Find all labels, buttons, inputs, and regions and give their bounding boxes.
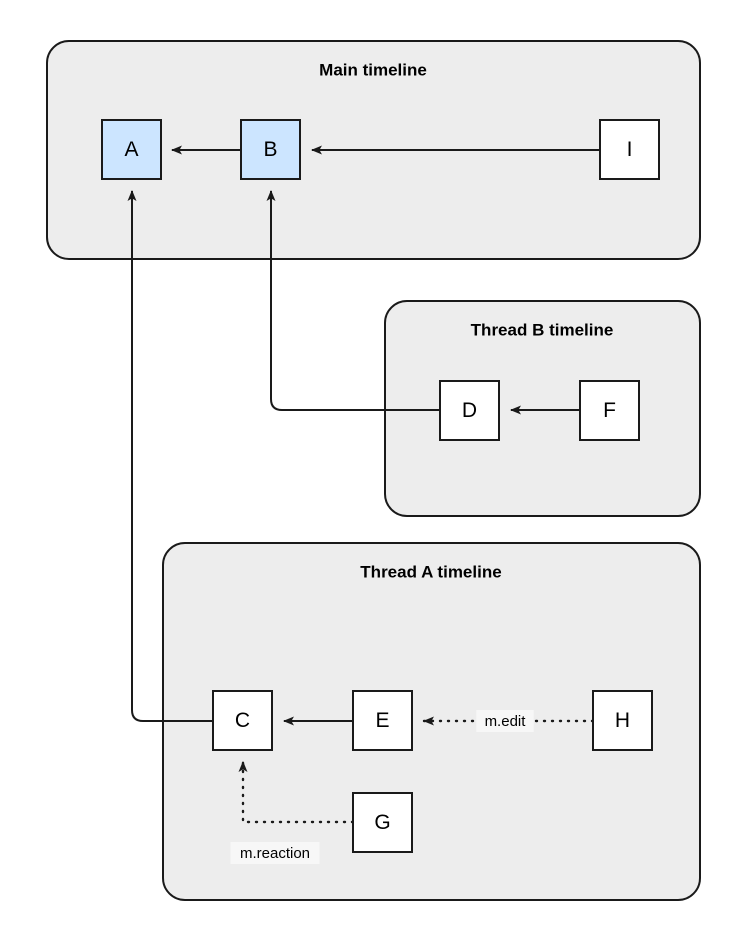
node-box <box>592 690 653 751</box>
node-label: A <box>124 138 138 161</box>
group-title: Thread B timeline <box>471 320 614 339</box>
event-node-G[interactable]: G <box>352 792 413 853</box>
event-node-I[interactable]: I <box>599 119 660 180</box>
node-box <box>599 119 660 180</box>
edges-layer <box>127 145 600 824</box>
edge-label-background <box>230 842 320 864</box>
edge-label-g-to-c: m.reaction <box>240 845 310 862</box>
node-label: F <box>603 399 616 422</box>
node-label: D <box>462 399 477 422</box>
node-box <box>579 380 640 441</box>
timeline-group-thread-b-timeline[interactable]: Thread B timeline <box>384 300 701 517</box>
edge-label-background <box>476 710 534 732</box>
edge-d-to-b[interactable] <box>266 190 440 411</box>
edge-c-to-a[interactable] <box>127 190 213 722</box>
edge-labels-layer: m.edit m.reaction <box>230 710 534 864</box>
node-label: G <box>374 811 390 834</box>
node-label: E <box>375 709 389 732</box>
node-box <box>212 690 273 751</box>
event-node-B[interactable]: B <box>240 119 301 180</box>
node-label: H <box>615 709 630 732</box>
event-node-E[interactable]: E <box>352 690 413 751</box>
event-node-H[interactable]: H <box>592 690 653 751</box>
nodes-layer: A B I D F C E H G <box>101 119 660 853</box>
event-node-D[interactable]: D <box>439 380 500 441</box>
group-title: Thread A timeline <box>360 562 501 581</box>
event-node-A[interactable]: A <box>101 119 162 180</box>
node-box <box>352 792 413 853</box>
node-box <box>439 380 500 441</box>
node-box <box>352 690 413 751</box>
node-label: C <box>235 709 250 732</box>
node-box <box>240 119 301 180</box>
event-node-F[interactable]: F <box>579 380 640 441</box>
node-label: I <box>627 138 633 161</box>
edge-label-h-to-e: m.edit <box>485 713 527 730</box>
node-label: B <box>263 138 277 161</box>
group-title: Main timeline <box>319 60 427 79</box>
event-node-C[interactable]: C <box>212 690 273 751</box>
group-box <box>384 300 701 517</box>
node-box <box>101 119 162 180</box>
